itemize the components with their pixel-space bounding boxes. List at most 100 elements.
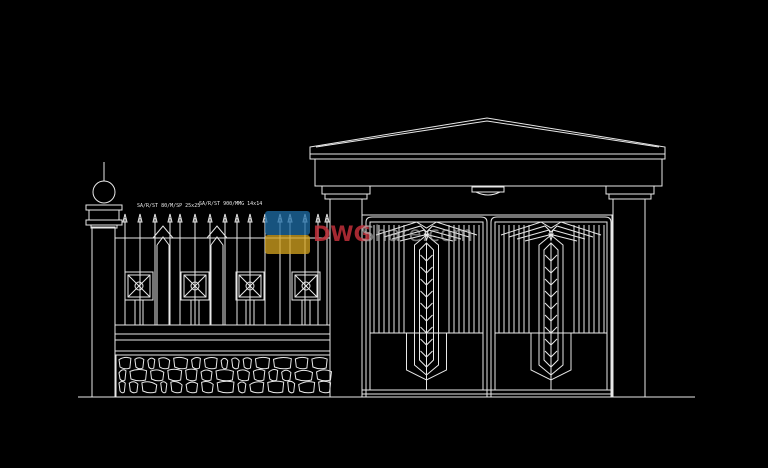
stone <box>272 357 292 370</box>
stone <box>118 369 127 382</box>
pillar-shaft <box>91 226 116 398</box>
wheat-grain <box>420 350 433 358</box>
stone <box>185 381 199 394</box>
wheat-base <box>406 333 447 381</box>
stone <box>134 357 145 370</box>
wheat-grain <box>544 290 558 298</box>
gate-chevron <box>383 225 470 238</box>
lamp <box>471 186 505 193</box>
stone <box>203 356 218 370</box>
pillar-ball <box>92 180 116 204</box>
annotation-bar: SA/R/ST 900/MMG 14x14 <box>199 201 262 207</box>
stone <box>249 381 265 394</box>
spike-tip <box>207 213 213 223</box>
watermark: DWG Share.com <box>265 211 473 254</box>
pillar-cap-top <box>85 204 123 211</box>
stone <box>298 381 316 394</box>
wheat-outline <box>414 234 439 376</box>
pillar-cap-base <box>85 219 123 226</box>
watermark-logo-top <box>265 211 310 235</box>
wheat-grain <box>420 278 433 286</box>
wheat-grain <box>544 278 558 286</box>
stone <box>220 357 229 370</box>
ornament-square <box>235 271 265 301</box>
wheat-grain <box>420 338 433 346</box>
spike-tip <box>167 213 173 223</box>
fence <box>115 213 330 356</box>
stone <box>252 369 266 382</box>
ornament-diag <box>127 274 151 298</box>
spike-tip <box>222 213 228 223</box>
ornament-inner <box>127 274 151 298</box>
ornament-square <box>124 271 154 301</box>
gatehouse <box>309 117 666 398</box>
ornament-inner <box>294 274 318 298</box>
wheat-grain <box>544 338 558 346</box>
pillar-cap-fillet <box>90 224 118 229</box>
stone <box>315 369 333 382</box>
arch-inner <box>210 236 224 325</box>
ornament-ring <box>245 281 255 291</box>
ornament-inner <box>238 274 262 298</box>
wheat-grain <box>420 254 433 262</box>
gate-chevron <box>524 233 578 242</box>
wheat-grain <box>544 350 558 358</box>
stone <box>254 356 271 370</box>
ornament-diag <box>294 274 318 298</box>
wheat-grain <box>420 302 433 310</box>
lamp-shade <box>475 191 501 196</box>
ornament-square <box>180 271 210 301</box>
stone-wall <box>115 355 333 397</box>
stone <box>237 381 247 394</box>
column-capital <box>321 185 371 195</box>
stone <box>150 369 165 382</box>
stone <box>118 356 132 370</box>
wheat-outline <box>538 234 564 376</box>
left-pillar <box>85 162 123 398</box>
stone <box>141 381 158 394</box>
roof-inner <box>315 120 660 148</box>
wheat-grain <box>544 266 558 274</box>
wheat-grain <box>544 254 558 262</box>
gate-leaf <box>365 216 488 397</box>
column-shaft <box>612 198 646 398</box>
ornament-diag <box>183 274 207 298</box>
stone <box>294 369 314 382</box>
column-capital-base <box>324 193 368 200</box>
wheat-grain <box>420 326 433 334</box>
stone <box>242 357 252 370</box>
arch <box>152 225 174 239</box>
spike-tip <box>152 213 158 223</box>
stone <box>318 380 332 394</box>
arch-inner <box>156 236 170 325</box>
stone <box>287 380 296 394</box>
spike-tip <box>234 213 240 223</box>
wheat-grain <box>420 314 433 322</box>
stone <box>191 357 201 370</box>
spike-tip <box>137 213 143 223</box>
spike-tip <box>177 213 183 223</box>
stone <box>294 356 309 370</box>
spike-tip <box>247 213 253 223</box>
ornament-ring <box>134 281 144 291</box>
wheat-grain <box>420 290 433 298</box>
stone <box>216 380 235 394</box>
watermark-logo-bottom <box>265 235 310 254</box>
stone <box>281 369 292 382</box>
gate-chevron <box>508 225 594 238</box>
stone <box>268 369 279 382</box>
stone <box>160 381 168 394</box>
stone <box>185 368 198 382</box>
ornament-diag <box>238 274 262 298</box>
stone <box>147 357 156 370</box>
stone <box>158 357 171 370</box>
annotation-spear: SA/R/ST 80/M/SP 25x25 <box>137 203 200 209</box>
column-capital-base <box>608 193 652 200</box>
wheat-grain <box>544 326 558 334</box>
stone <box>201 381 214 394</box>
arch <box>206 225 228 239</box>
gate-chevron <box>391 229 462 240</box>
spike-tip <box>315 213 321 223</box>
